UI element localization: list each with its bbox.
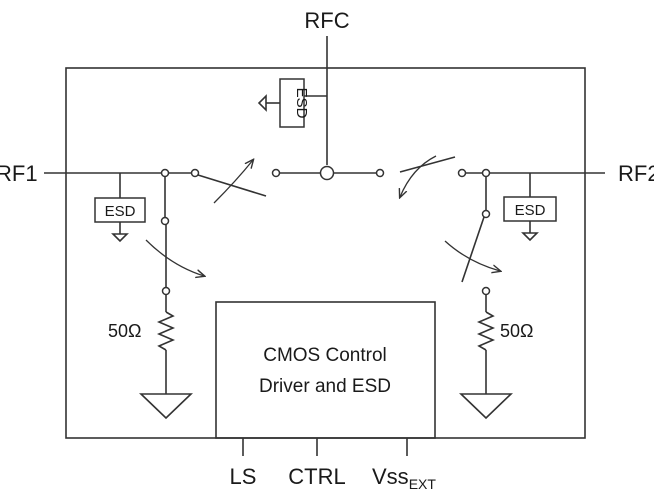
rf2-pin-label: RF2 — [618, 161, 654, 186]
arrow-rf2-series — [400, 155, 437, 197]
right-esd-block: ESD — [503, 196, 557, 222]
svg-text:ESD: ESD — [515, 202, 546, 219]
right-ground-icon — [459, 393, 513, 420]
svg-text:CMOS Control: CMOS Control — [263, 345, 387, 366]
svg-text:Driver and ESD: Driver and ESD — [259, 376, 391, 397]
vss-pin-label: VssEXT — [372, 464, 436, 492]
cmos-control-block: CMOS Control Driver and ESD — [215, 301, 436, 439]
svg-text:ESD: ESD — [293, 88, 310, 119]
node-left-shunt-top — [160, 216, 170, 226]
node-right-shunt-top — [481, 209, 491, 219]
node-rf1-switch — [190, 168, 200, 178]
arrow-rf1-series — [213, 160, 253, 204]
arrow-left-shunt — [145, 239, 204, 276]
left-resistor-label: 50Ω — [108, 321, 141, 341]
node-left-shunt-bottom — [161, 286, 171, 296]
left-esd-ground-icon — [111, 222, 129, 243]
node-right-shunt-bottom — [481, 286, 491, 296]
top-esd-block: ESD — [279, 78, 310, 128]
top-esd-ground-icon — [257, 94, 280, 112]
left-esd-block: ESD — [94, 197, 146, 223]
rf1-pin-label: RF1 — [0, 161, 38, 186]
right-resistor-label: 50Ω — [500, 321, 533, 341]
right-resistor — [476, 311, 496, 351]
svg-text:ESD: ESD — [105, 203, 136, 220]
ctrl-pin-label: CTRL — [288, 464, 345, 489]
switch-rf1-series — [197, 174, 267, 197]
switch-right-shunt — [461, 216, 485, 283]
node-center-right — [375, 168, 385, 178]
node-rf2-junction — [481, 168, 491, 178]
node-rf2-switch — [457, 168, 467, 178]
switch-rf2-series — [399, 156, 456, 173]
left-resistor — [156, 311, 176, 351]
vss-subscript: EXT — [409, 476, 437, 492]
node-rf1-junction — [160, 168, 170, 178]
ls-pin-label: LS — [230, 464, 257, 489]
arrow-right-shunt — [444, 240, 500, 271]
node-rfc-common — [319, 165, 335, 181]
rfc-pin-label: RFC — [304, 8, 349, 33]
right-esd-ground-icon — [521, 221, 539, 242]
node-center-left — [271, 168, 281, 178]
left-ground-icon — [139, 393, 193, 420]
